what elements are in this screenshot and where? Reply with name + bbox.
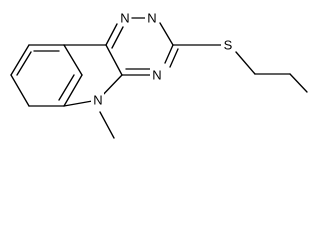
atom-labels: N N N N S bbox=[93, 11, 232, 108]
atom-bg-n1 bbox=[118, 10, 131, 26]
molecule-canvas: N N N N S bbox=[10, 10, 308, 139]
bond-propyl-3 bbox=[289, 73, 308, 93]
bond-triazine-1 bbox=[105, 23, 118, 46]
atom-bg-n5 bbox=[91, 92, 104, 108]
atom-label-backgrounds bbox=[91, 10, 234, 108]
bond-ring5-2 bbox=[105, 44, 123, 76]
bond-benzene-2 bbox=[63, 44, 83, 76]
bond-triazine-4b bbox=[169, 48, 179, 68]
bond-benzene-inner-3 bbox=[16, 51, 32, 76]
bond-benzene-3 bbox=[63, 74, 83, 107]
bond-triazine-3 bbox=[159, 22, 174, 46]
atom-bg-s bbox=[221, 37, 234, 53]
benzene-ring bbox=[10, 44, 83, 107]
atom-bg-n4 bbox=[150, 67, 163, 83]
chemical-structure-diagram: N N N N S bbox=[10, 10, 308, 139]
bond-propyl-1 bbox=[235, 51, 256, 75]
bond-benzene-inner-2 bbox=[58, 74, 75, 101]
atom-label-n1: N bbox=[120, 11, 129, 26]
atom-label-n5: N bbox=[93, 93, 102, 108]
atom-label-n2: N bbox=[147, 11, 156, 26]
bond-benzene-6 bbox=[10, 44, 30, 76]
triazine-ring bbox=[105, 17, 179, 76]
bond-n-methyl bbox=[99, 111, 115, 139]
atom-bg-n2 bbox=[145, 10, 158, 26]
atom-label-s: S bbox=[224, 38, 233, 53]
bond-triazine-4 bbox=[164, 44, 174, 64]
atom-label-n4: N bbox=[152, 68, 161, 83]
bond-benzene-5 bbox=[10, 74, 30, 107]
substituents bbox=[99, 44, 308, 139]
bond-triazine-1b bbox=[111, 26, 124, 49]
